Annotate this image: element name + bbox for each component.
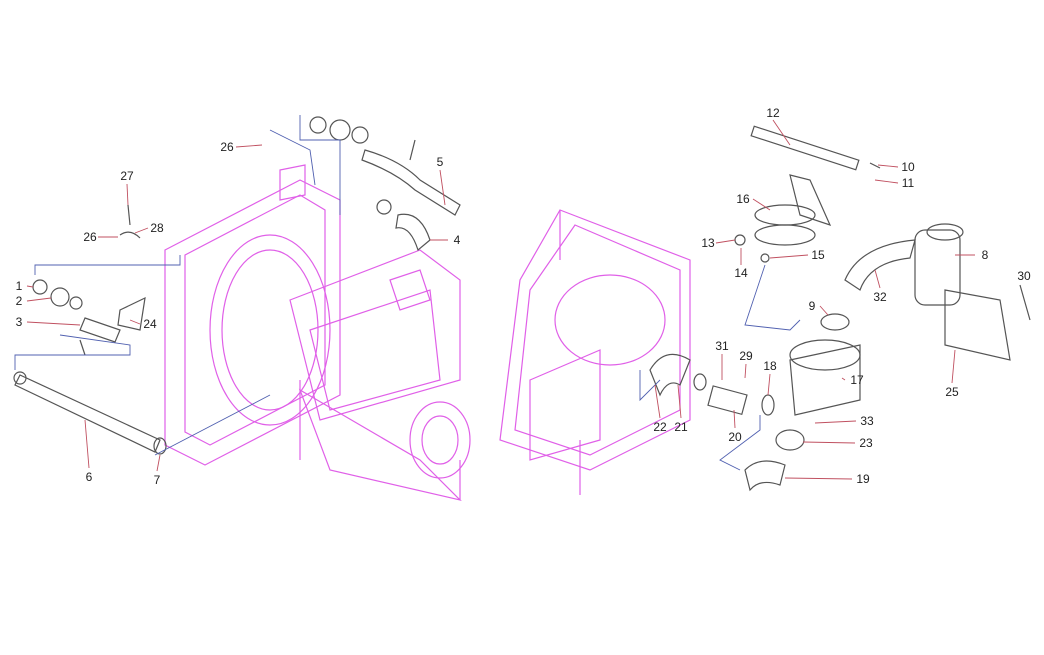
leader-lines xyxy=(26,119,975,480)
callout-4[interactable]: 4 xyxy=(453,233,461,247)
callout-27[interactable]: 27 xyxy=(120,169,134,183)
callout-17[interactable]: 17 xyxy=(850,373,864,387)
callout-16[interactable]: 16 xyxy=(736,192,750,206)
callout-21[interactable]: 21 xyxy=(674,420,688,434)
callout-24[interactable]: 24 xyxy=(143,317,157,331)
callout-3[interactable]: 3 xyxy=(15,315,23,329)
callout-29[interactable]: 29 xyxy=(739,349,753,363)
callout-9[interactable]: 9 xyxy=(808,299,816,313)
component-parts xyxy=(13,116,1031,492)
callout-26[interactable]: 26 xyxy=(220,140,234,154)
callout-23[interactable]: 23 xyxy=(859,436,873,450)
callout-25[interactable]: 25 xyxy=(945,385,959,399)
callout-28[interactable]: 28 xyxy=(150,221,164,235)
callout-12[interactable]: 12 xyxy=(766,106,780,120)
callout-2[interactable]: 2 xyxy=(15,294,23,308)
callout-20[interactable]: 20 xyxy=(728,430,742,444)
callout-32[interactable]: 32 xyxy=(873,290,887,304)
callout-8[interactable]: 8 xyxy=(981,248,989,262)
callout-14[interactable]: 14 xyxy=(734,266,748,280)
group-lines xyxy=(14,115,801,471)
callout-31[interactable]: 31 xyxy=(715,339,729,353)
callout-33[interactable]: 33 xyxy=(860,414,874,428)
callout-15[interactable]: 15 xyxy=(811,248,825,262)
callout-18[interactable]: 18 xyxy=(763,359,777,373)
callout-5[interactable]: 5 xyxy=(436,155,444,169)
callout-13[interactable]: 13 xyxy=(701,236,715,250)
callout-26[interactable]: 26 xyxy=(83,230,97,244)
callout-10[interactable]: 10 xyxy=(901,160,915,174)
engine-assembly xyxy=(164,164,691,502)
callout-1[interactable]: 1 xyxy=(15,279,23,293)
callout-11[interactable]: 11 xyxy=(901,176,915,190)
callout-30[interactable]: 30 xyxy=(1017,269,1031,283)
callout-19[interactable]: 19 xyxy=(856,472,870,486)
callout-22[interactable]: 22 xyxy=(653,420,667,434)
callout-7[interactable]: 7 xyxy=(153,473,161,487)
callout-6[interactable]: 6 xyxy=(85,470,93,484)
